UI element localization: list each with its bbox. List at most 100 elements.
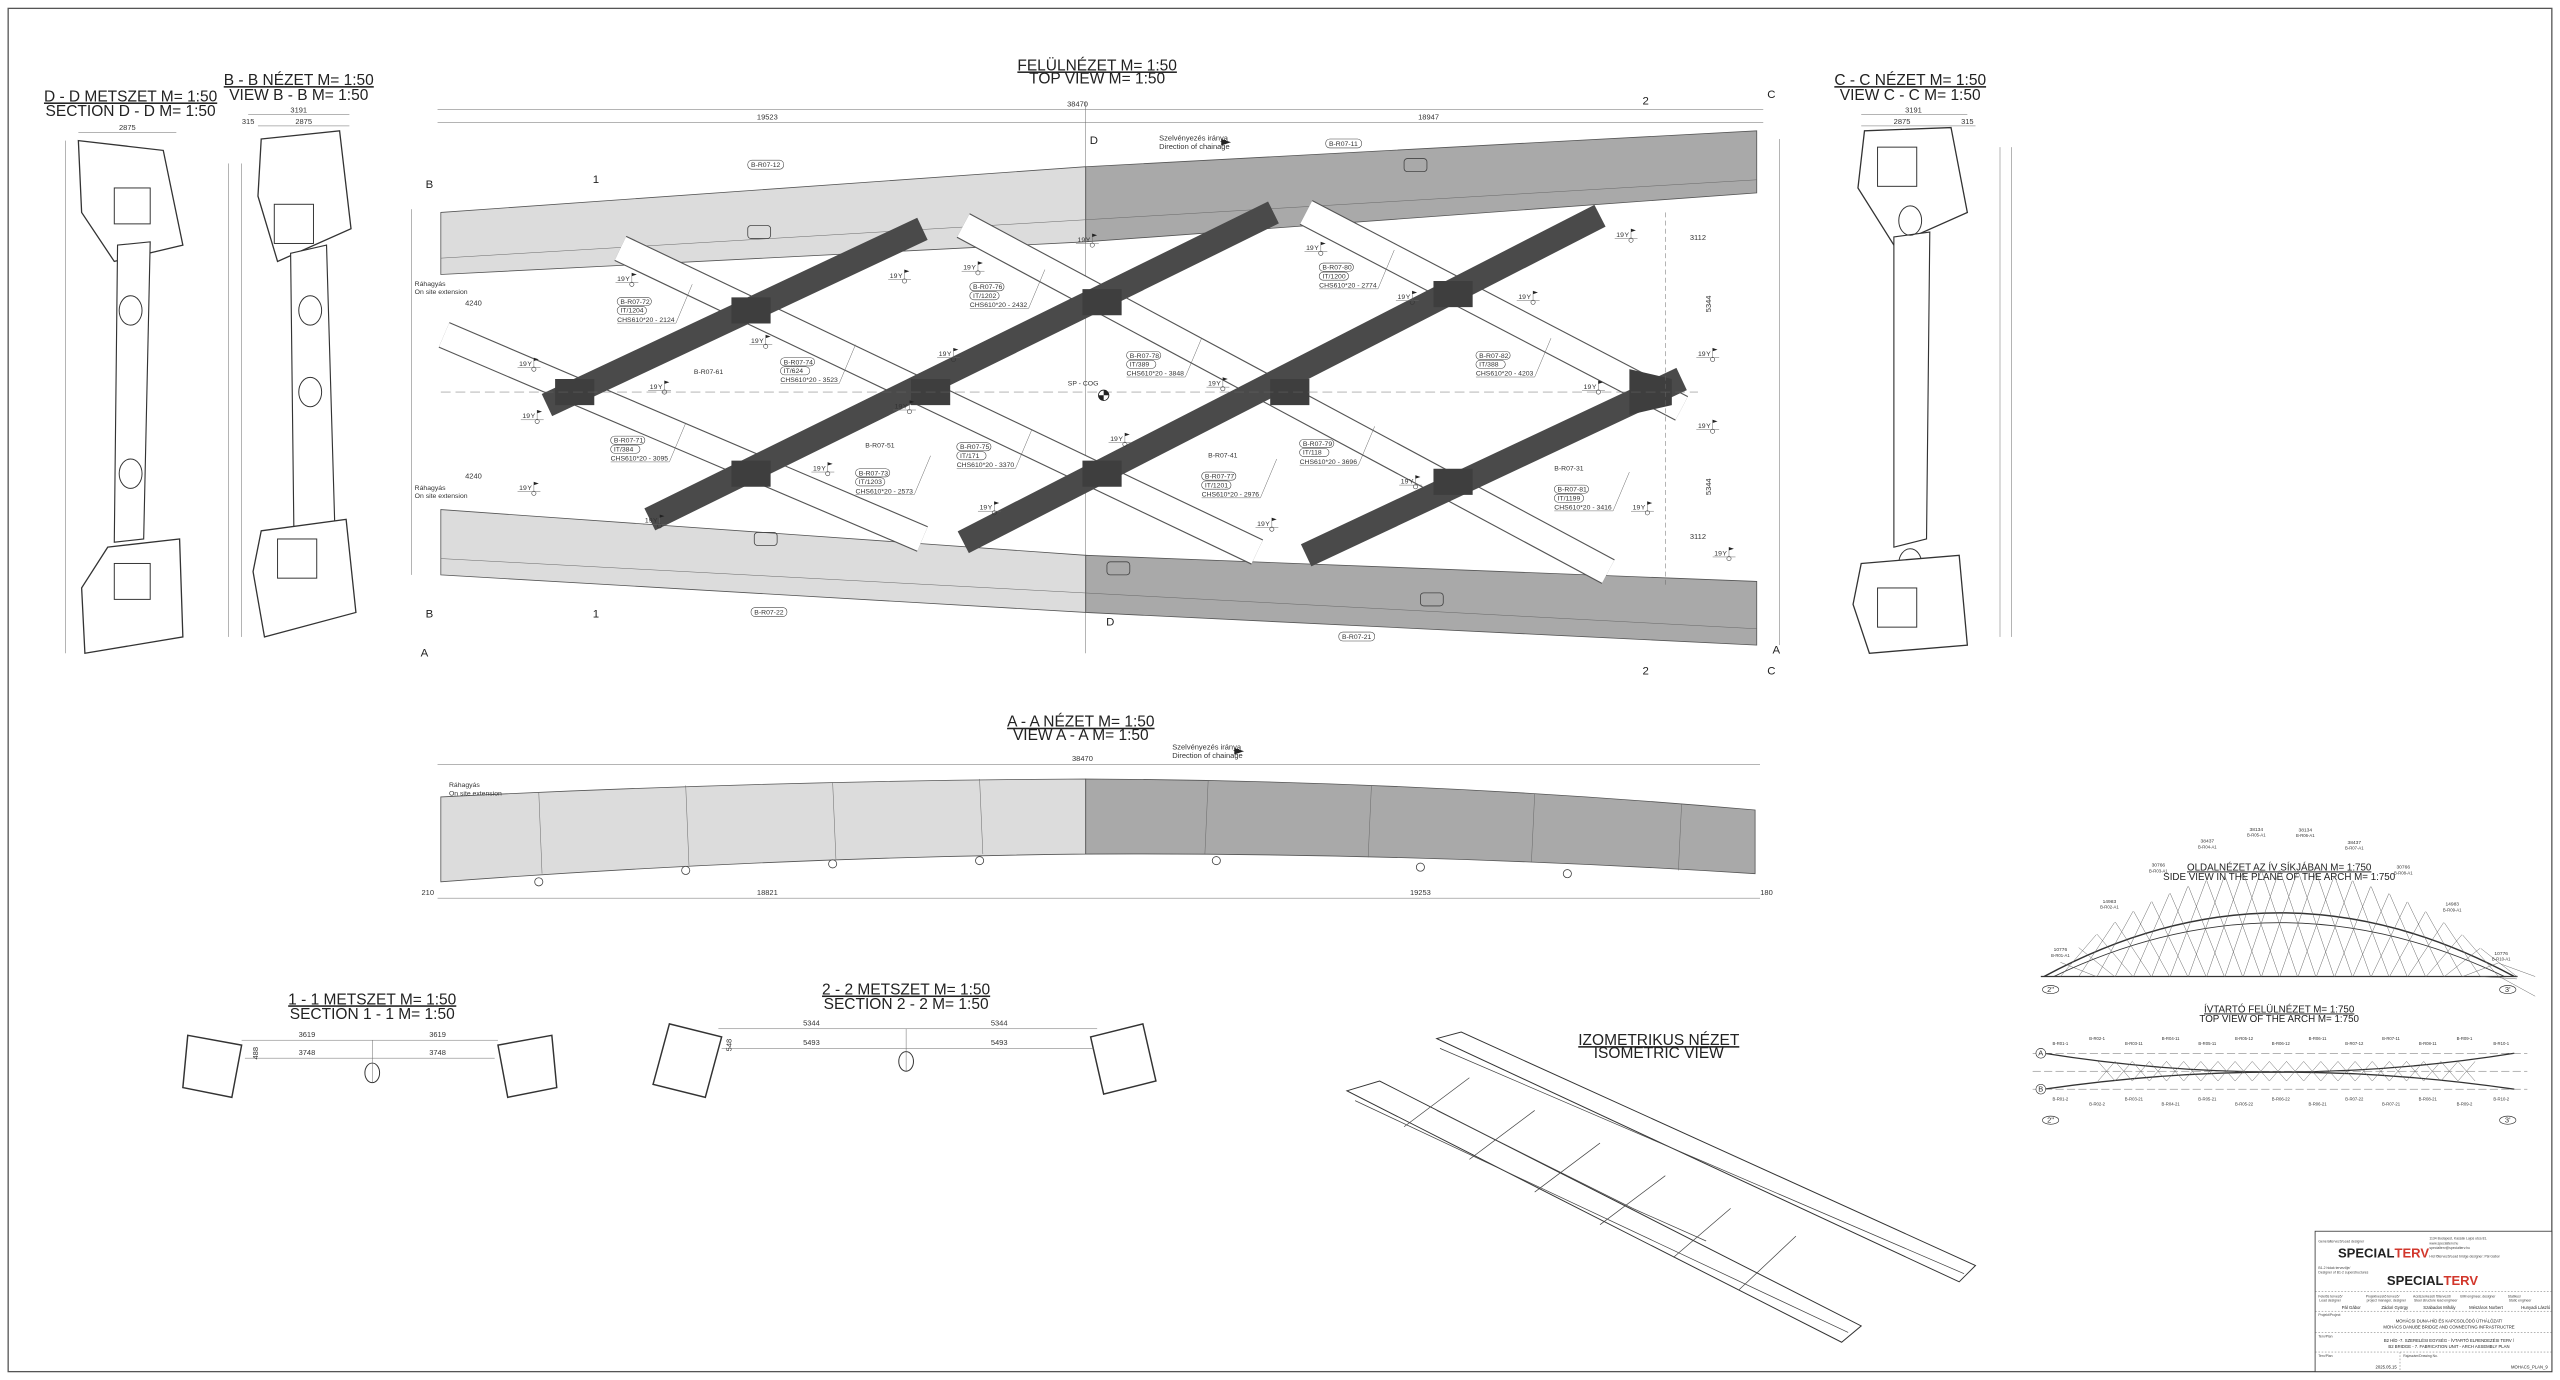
role-name: Hunyadi László xyxy=(2521,1305,2551,1310)
arch-top-diagonal xyxy=(2337,1061,2356,1082)
arch-diagonal xyxy=(2407,902,2444,977)
isometric-title: IZOMETRIKUS NÉZET xyxy=(1578,1032,1740,1049)
arch-segment-label: B-R06-21 xyxy=(2308,1102,2327,1107)
arch-dimension: 38437 xyxy=(2348,840,2362,846)
section-mark-c: C xyxy=(1767,89,1775,101)
view-aa: A - A NÉZET M= 1:50 VIEW A - A M= 1:50 S… xyxy=(421,714,1773,899)
axis-label: B xyxy=(2038,1085,2043,1094)
dim-s22-top: 5344 xyxy=(991,1019,1008,1028)
arch-side-title: OLDALNÉZET AZ ÍV SÍKJÁBAN M= 1:750 xyxy=(2187,862,2372,873)
arch-dimension: 38437 xyxy=(2201,839,2215,845)
arch-segment-label: B-R05-21 xyxy=(2198,1097,2217,1102)
weld-size: 19 xyxy=(980,505,988,512)
role-name: Pál Gábor xyxy=(2342,1305,2362,1310)
weld-size: 19 xyxy=(1633,505,1641,512)
arch-diagonal xyxy=(2480,948,2518,977)
arch-diagonal xyxy=(2444,947,2481,977)
weld-size: 19 xyxy=(1616,232,1624,239)
dim-aa-right: 19253 xyxy=(1410,888,1431,897)
arch-dimension: 30766 xyxy=(2152,863,2166,869)
view-cc-subtitle: VIEW C - C M= 1:50 xyxy=(1840,87,1981,104)
dim-top-right: 18947 xyxy=(1418,112,1439,121)
arch-top-diagonal xyxy=(2440,1061,2459,1082)
arch-top-diagonal xyxy=(2114,1061,2133,1082)
support-label: 2" xyxy=(2047,985,2054,994)
weld-size: 19 xyxy=(895,403,903,410)
section-mark-d: D xyxy=(1090,135,1098,147)
arch-diagonal xyxy=(2334,886,2371,977)
arch-segment-label: B-R07-22 xyxy=(2345,1097,2364,1102)
arch-segment-label: B-R04-11 xyxy=(2162,1036,2180,1041)
brace-mark: B-R07-77 xyxy=(1205,474,1234,481)
arch-diagonal xyxy=(2151,886,2188,977)
brace-profile: CHS610*20 - 2774 xyxy=(1319,283,1377,290)
arch-top-diagonal xyxy=(2097,1061,2116,1082)
arch-top-diagonal xyxy=(2389,1061,2407,1082)
top-view-title: FELÜLNÉZET M= 1:50 xyxy=(1017,56,1177,74)
arch-top-diagonal xyxy=(2269,1061,2287,1082)
weld-type: Y xyxy=(1314,245,1319,252)
brace-mark: B-R07-72 xyxy=(620,299,649,306)
section-mark-b: B xyxy=(426,608,434,620)
project-name: MOHÁCSI DUNA-HÍD ÉS KAPCSOLÓDÓ ÚTHÁLÓZAT… xyxy=(2396,1319,2503,1324)
section-mark-1: 1 xyxy=(593,608,599,620)
chord-tags: B-R07-12 B-R07-11 B-R07-22 B-R07-21 B-R0… xyxy=(694,138,1584,642)
weld-size: 19 xyxy=(522,413,530,420)
weld-type: Y xyxy=(759,338,764,345)
arch-diagonal xyxy=(2499,976,2536,997)
company-email: specialterv@specialterv.hu xyxy=(2429,1246,2470,1250)
arch-dimension: 10776 xyxy=(2054,947,2068,953)
arch-segment-label: B-R05-11 xyxy=(2198,1041,2216,1046)
section-22-subtitle: SECTION 2 - 2 M= 1:50 xyxy=(824,996,989,1013)
weld-type: Y xyxy=(1706,351,1711,358)
arch-diagonal xyxy=(2352,880,2390,977)
arch-segment-label: B-R05-12 xyxy=(2235,1036,2254,1041)
arch-segment-label: B-R01-1 xyxy=(2053,1041,2069,1046)
arch-top-diagonal xyxy=(2217,1061,2236,1082)
weld-type: Y xyxy=(1641,505,1646,512)
arch-diagonal xyxy=(2389,893,2426,977)
weld-size: 19 xyxy=(519,361,527,368)
top-view-subtitle: TOP VIEW M= 1:50 xyxy=(1029,70,1165,87)
brace-mark: B-R07-78 xyxy=(1130,353,1159,360)
axis-label: A xyxy=(2038,1049,2043,1058)
role-label: Projektvezető tervező/ project manager, … xyxy=(2366,1294,2407,1302)
arch-diagonal xyxy=(2352,893,2390,977)
arch-diagonal xyxy=(2462,934,2499,977)
section-mark-d: D xyxy=(1106,617,1114,629)
arch-top-diagonal xyxy=(2200,1061,2219,1082)
brace-piece: IT/624 xyxy=(784,368,804,375)
arch-top-diagonal xyxy=(2406,1061,2424,1082)
arch-top-diagonal xyxy=(2303,1061,2322,1082)
chainage-label: Szelvényezés iránya xyxy=(1172,743,1242,752)
arch-top-diagonal xyxy=(2234,1061,2253,1082)
brace-profile: CHS610*20 - 3523 xyxy=(780,377,838,384)
arch-top-diagonal xyxy=(2286,1061,2304,1082)
dim-top-left: 19523 xyxy=(757,112,778,121)
brace-piece: IT/388 xyxy=(1479,362,1499,369)
title-block: Generáltervező/Lead designer SPECIALTERV… xyxy=(2314,1230,2553,1373)
company-logo: SPECIALTERV xyxy=(2387,1273,2478,1288)
isometric-subtitle: ISOMETRIC VIEW xyxy=(1594,1045,1724,1062)
superstructure-label-en: Designer of B1-2 superstructures xyxy=(2318,1271,2368,1275)
brace-mark: B-R07-82 xyxy=(1479,353,1508,360)
weld-type: Y xyxy=(898,273,903,280)
arch-top-diagonal xyxy=(2320,1061,2339,1082)
brace-profile: CHS610*20 - 3848 xyxy=(1127,371,1185,378)
arch-top-diagonal xyxy=(2132,1061,2150,1082)
